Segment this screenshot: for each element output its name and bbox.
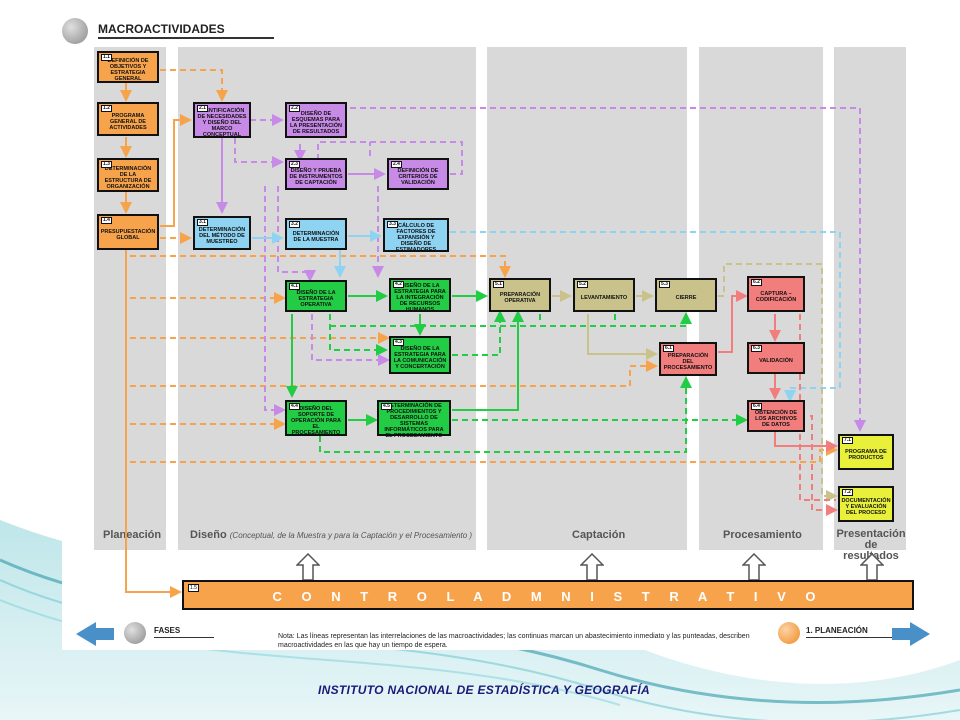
fases-bullet-icon [124, 622, 146, 644]
phase-label-planeacion: Planeación [103, 529, 162, 541]
phase-presentacion [834, 47, 906, 550]
up-arrow-icon [580, 553, 604, 581]
up-arrow-icon [860, 553, 884, 581]
title-bullet-icon [62, 18, 88, 44]
phase-label-captacion: Captación [572, 529, 626, 541]
footnote-nota: Nota: Las líneas representan las interre… [278, 633, 750, 649]
up-arrow-icon [742, 553, 766, 581]
previous-arrow-icon[interactable] [76, 622, 114, 646]
phase-indicator-label: 1. PLANEACIÓN [806, 626, 868, 635]
page-title: MACROACTIVIDADES [98, 22, 225, 36]
planeacion-underline [806, 637, 892, 638]
title-underline [98, 37, 274, 39]
control-number: 1.5 [188, 584, 199, 592]
control-administrativo-bar[interactable]: 1.5 C O N T R O L A D M N I S T R A T I … [182, 580, 914, 610]
planeacion-bullet-icon [778, 622, 800, 644]
fases-label: FASES [154, 626, 181, 635]
up-arrow-icon [296, 553, 320, 581]
phase-label-procesamiento: Procesamiento [723, 529, 802, 541]
fases-underline [154, 637, 214, 638]
next-arrow-icon[interactable] [892, 622, 930, 646]
institute-name: INSTITUTO NACIONAL DE ESTADÍSTICA Y GEOG… [318, 683, 650, 697]
phase-label-diseno: Diseño (Conceptual, de la Muestra y para… [190, 529, 473, 541]
control-label: C O N T R O L A D M N I S T R A T I V O [272, 589, 824, 604]
